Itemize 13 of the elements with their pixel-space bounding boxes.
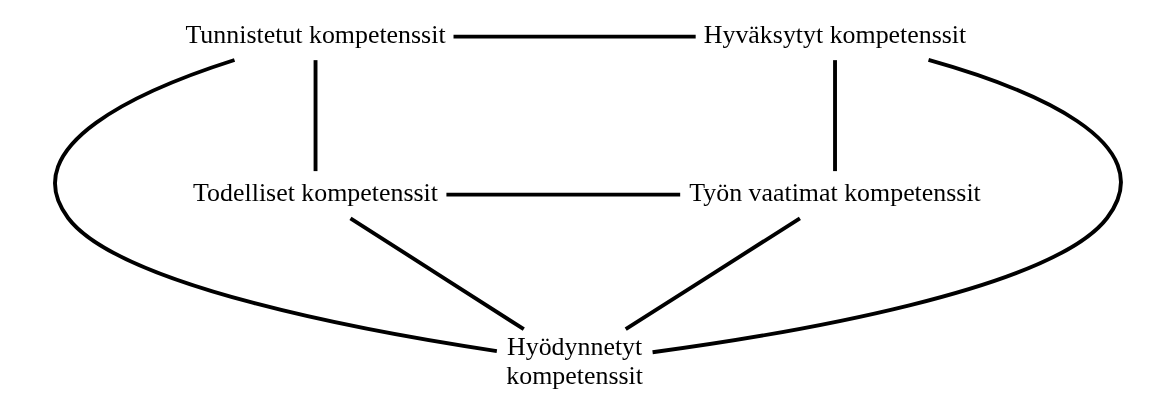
connector — [349, 216, 525, 331]
connector — [652, 58, 1123, 355]
node-text: Hyväksytyt kompetenssit — [703, 20, 967, 50]
node-text: Tunnistetut kompetenssit — [185, 20, 446, 50]
node-text: Työn vaatimat kompetenssit — [689, 178, 981, 208]
connector — [446, 192, 681, 197]
node-text: Hyödynnetyt kompetenssit — [506, 332, 643, 390]
connector — [313, 60, 318, 172]
connector — [624, 216, 801, 331]
connector — [833, 60, 837, 172]
connector — [453, 34, 696, 39]
node-text: Todelliset kompetenssit — [193, 178, 438, 208]
connector — [53, 58, 498, 354]
